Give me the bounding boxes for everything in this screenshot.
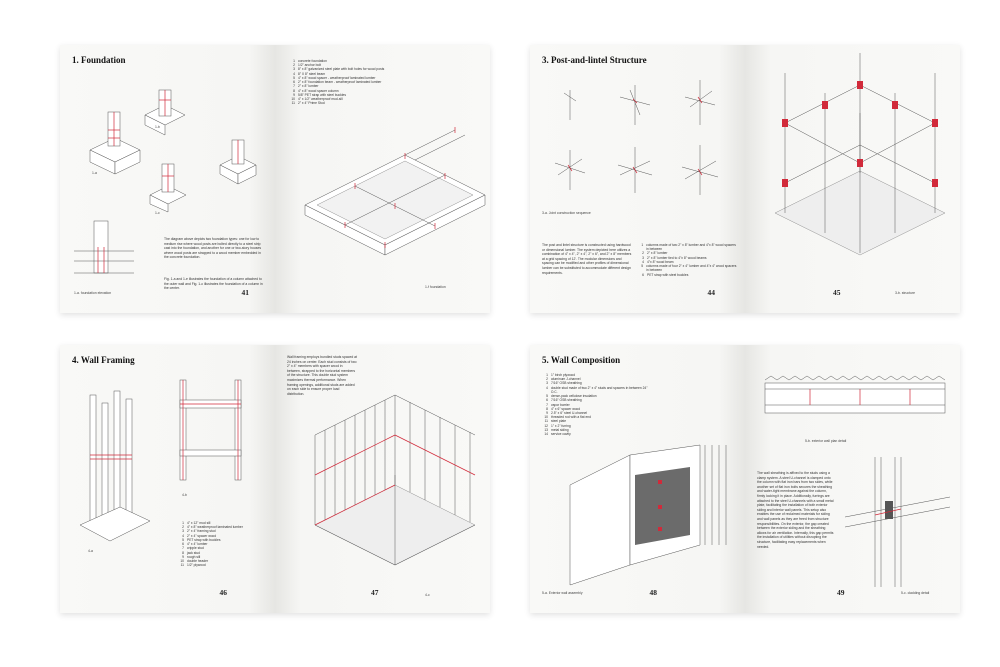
post-lintel-isometric <box>774 53 946 256</box>
caption-a: 4-a <box>88 549 93 553</box>
chapter-title: 3. Post-and-lintel Structure <box>542 55 647 65</box>
exterior-wall-assembly-drawing <box>569 444 727 586</box>
foundation-elevation-drawing <box>74 220 134 274</box>
page-44: 3. Post-and-lintel Structure 3-a. Joint … <box>530 45 745 313</box>
exterior-wall-plan-detail <box>764 375 946 414</box>
spread-post-and-lintel: 3. Post-and-lintel Structure 3-a. Joint … <box>530 45 960 313</box>
page-number: 49 <box>837 588 845 597</box>
page-number: 41 <box>241 288 250 297</box>
page-number: 46 <box>219 588 228 597</box>
window-opening-framing <box>179 379 242 481</box>
body-text-2: Fig. 1-a and 1-e illustrates the foundat… <box>164 277 263 291</box>
body-text: The wall sheathing is affixed to the stu… <box>757 471 834 549</box>
page-41: 1. Foundation <box>60 45 275 313</box>
page-number: 44 <box>707 288 716 297</box>
body-text: The post and lintel structure is constru… <box>542 243 632 275</box>
caption-detail: 5-b. exterior wall plan detail <box>805 439 847 443</box>
wall-framing-isometric <box>314 394 476 566</box>
caption-cladding: 5-c. cladding detail <box>901 591 930 595</box>
body-text: Wall framing employs bundled studs space… <box>287 355 357 396</box>
page-number: 45 <box>833 288 841 297</box>
page-45: 3-b. structure 45 <box>745 45 960 313</box>
wall-framing-elevation <box>79 390 151 542</box>
caption-joint-c: 1-c <box>155 211 160 215</box>
cladding-detail-drawing <box>844 457 951 587</box>
page-47: Wall framing employs bundled studs space… <box>275 345 490 613</box>
page-49: 5-b. exterior wall plan detail The wall … <box>745 345 960 613</box>
joint-sequence-drawings <box>554 80 719 195</box>
foundation-isometric-drawing <box>304 127 486 256</box>
page-number: 48 <box>649 588 658 597</box>
caption-exterior: 5-a. Exterior wall assembly <box>542 591 583 595</box>
page-number: 47 <box>371 588 379 597</box>
chapter-title: 4. Wall Framing <box>72 355 135 365</box>
chapter-title: 1. Foundation <box>72 55 126 65</box>
caption-joint-b: 1-b <box>155 125 160 129</box>
spread-foundation: 1. Foundation <box>60 45 490 313</box>
caption-isometric: 1-f foundation <box>425 285 446 289</box>
caption-b: 4-b <box>182 493 187 497</box>
caption-elevation: 1-a. foundation elevation <box>74 291 112 295</box>
caption-c: 4-c <box>425 593 430 597</box>
caption-structure: 3-b. structure <box>895 291 915 295</box>
caption-joint-a: 1-a <box>92 171 97 175</box>
chapter-title: 5. Wall Composition <box>542 355 621 365</box>
foundation-joint-drawings <box>89 89 257 213</box>
body-text: The diagram above depicts two foundation… <box>164 237 262 260</box>
caption-sequence: 3-a. Joint construction sequence <box>542 211 591 215</box>
